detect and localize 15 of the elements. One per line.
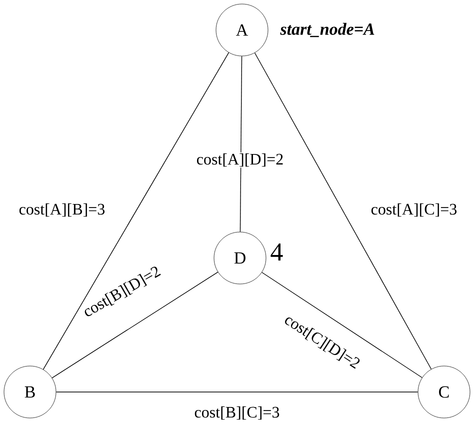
edge-label: cost[A][B]=3	[18, 202, 106, 218]
edge-line	[52, 272, 218, 378]
edge-label: cost[B][C]=3	[193, 405, 281, 421]
edge-line	[254, 52, 432, 370]
graph-node: C	[418, 366, 470, 418]
edge-line	[262, 272, 422, 378]
edge-line	[42, 52, 230, 370]
graph-node: A	[216, 4, 268, 56]
graph-node: D	[214, 232, 266, 284]
edge-line	[240, 56, 242, 232]
edge-label: cost[A][C]=3	[370, 202, 458, 218]
node-annotation: start_node=A	[280, 22, 374, 38]
graph-node: B	[4, 366, 56, 418]
node-annotation: 4	[270, 243, 283, 261]
edge-label: cost[A][D]=2	[195, 152, 285, 168]
